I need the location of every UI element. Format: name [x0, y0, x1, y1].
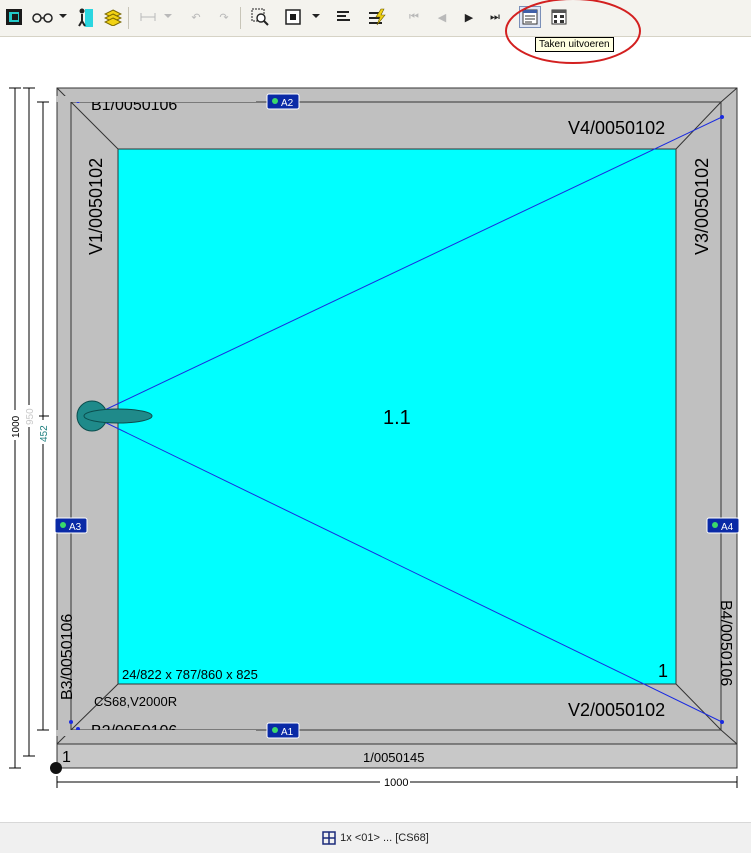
- handle-icon[interactable]: [76, 400, 153, 432]
- svg-text:1000: 1000: [11, 415, 22, 438]
- redo-icon[interactable]: ↷: [219, 11, 229, 24]
- toolbar: ↶ ↷ ⏮ ◀ ▶ ⏭: [0, 0, 751, 37]
- sash-left-label: V1/0050102: [86, 158, 106, 255]
- layers-icon[interactable]: [103, 7, 123, 27]
- sill-label: 1/0050145: [363, 750, 424, 765]
- svg-text:452: 452: [39, 425, 50, 442]
- next-icon[interactable]: ▶: [464, 11, 474, 24]
- tasks-icon[interactable]: [519, 6, 541, 28]
- origin-dot: [50, 762, 62, 774]
- previous-icon[interactable]: ◀: [437, 11, 447, 24]
- frame-icon[interactable]: [283, 7, 303, 27]
- svg-text:A3: A3: [69, 522, 82, 533]
- tooltip: Taken uitvoeren: [535, 37, 614, 52]
- status-text: 1x <01> ... [CS68]: [340, 832, 429, 844]
- svg-text:A1: A1: [281, 727, 294, 738]
- frame-number-label: 1: [62, 749, 71, 766]
- glass-id-label: 1.1: [383, 407, 411, 429]
- app-icon[interactable]: [4, 7, 24, 27]
- status-bar: 1x <01> ... [CS68]: [0, 822, 751, 853]
- svg-text:1000: 1000: [384, 777, 408, 789]
- last-icon[interactable]: ⏭: [490, 10, 500, 23]
- svg-text:A2: A2: [281, 98, 294, 109]
- sash-top-label: V4/0050102: [568, 118, 665, 138]
- system-label: CS68,V2000R: [94, 694, 177, 709]
- first-icon[interactable]: ⏮: [409, 10, 419, 23]
- window-drawing: B1/0050106 B2/0050106 B3/0050106 B4/0050…: [9, 87, 740, 789]
- details-icon[interactable]: [549, 7, 569, 27]
- highlight-ellipse: [505, 0, 641, 64]
- undo-icon[interactable]: ↶: [191, 11, 201, 24]
- zoom-select-icon[interactable]: [250, 7, 270, 27]
- glasses-dropdown-icon[interactable]: [59, 14, 67, 18]
- drawing-canvas[interactable]: B1/0050106 B2/0050106 B3/0050106 B4/0050…: [0, 37, 751, 822]
- anchor-a2[interactable]: A2: [266, 93, 300, 110]
- dimension-dropdown-icon[interactable]: [164, 14, 172, 18]
- sash-number-label: 1: [658, 661, 668, 681]
- person-icon[interactable]: [74, 7, 94, 27]
- glass-spec-label: 24/822 x 787/860 x 825: [122, 667, 258, 682]
- sash-bottom-label: V2/0050102: [568, 700, 665, 720]
- sash-right-label: V3/0050102: [692, 158, 712, 255]
- height-dimension: 1000 950 452: [9, 87, 50, 769]
- frame-dropdown-icon[interactable]: [312, 14, 320, 18]
- profile-left-label: B3/0050106: [59, 614, 76, 700]
- glasses-icon[interactable]: [30, 7, 56, 27]
- grid-icon: [322, 831, 336, 845]
- svg-text:950: 950: [25, 408, 36, 425]
- anchor-a1[interactable]: A1: [266, 722, 300, 739]
- sill-profile[interactable]: [56, 743, 738, 769]
- align-icon[interactable]: [334, 7, 354, 27]
- anchor-a4[interactable]: A4: [706, 517, 740, 534]
- profile-right-label: B4/0050106: [717, 600, 734, 686]
- dimension-icon[interactable]: [138, 7, 158, 27]
- opening-line-top: [91, 116, 723, 417]
- lightning-icon[interactable]: [368, 7, 388, 27]
- width-dimension: 1000: [56, 776, 738, 789]
- anchor-a3[interactable]: A3: [54, 517, 88, 534]
- svg-text:A4: A4: [721, 522, 734, 533]
- opening-line-bottom: [91, 415, 723, 723]
- glass-pane[interactable]: [117, 148, 677, 685]
